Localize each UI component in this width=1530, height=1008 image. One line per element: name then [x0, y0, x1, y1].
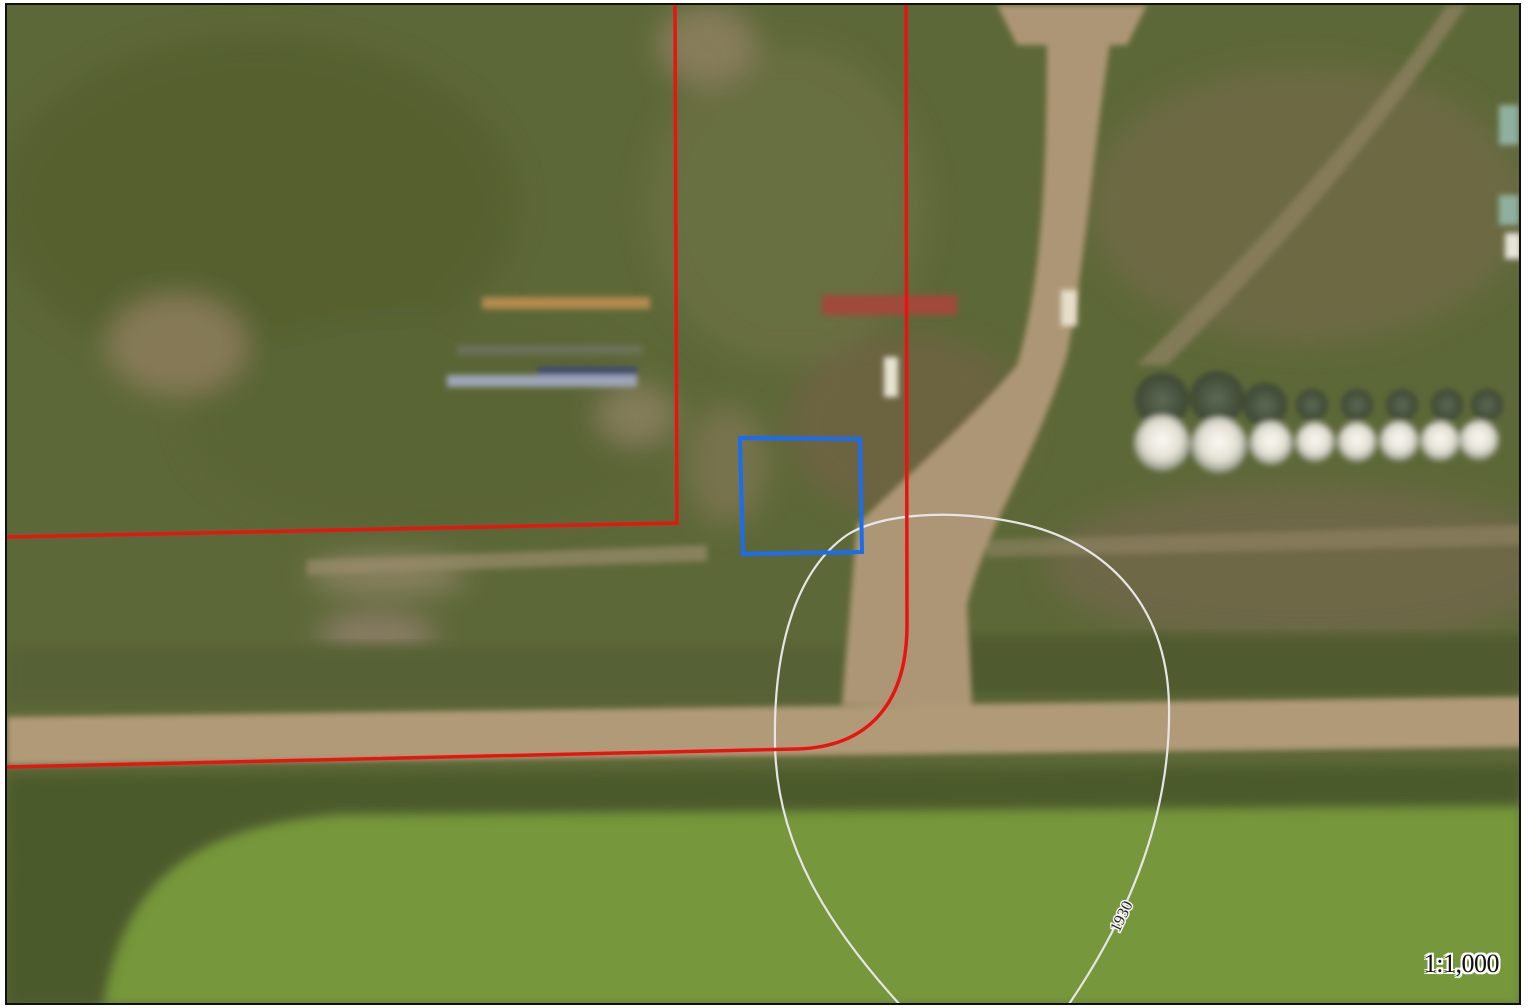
- scale-label: 1:1,000: [1423, 949, 1500, 978]
- map-view[interactable]: 1930 1:1,000: [5, 3, 1521, 1005]
- aerial-imagery: 1930: [7, 5, 1519, 1003]
- contour-line: [773, 513, 1171, 1003]
- grain-bins: [1134, 105, 1519, 473]
- site-box: [737, 435, 865, 557]
- parcel-boundary: [7, 5, 909, 769]
